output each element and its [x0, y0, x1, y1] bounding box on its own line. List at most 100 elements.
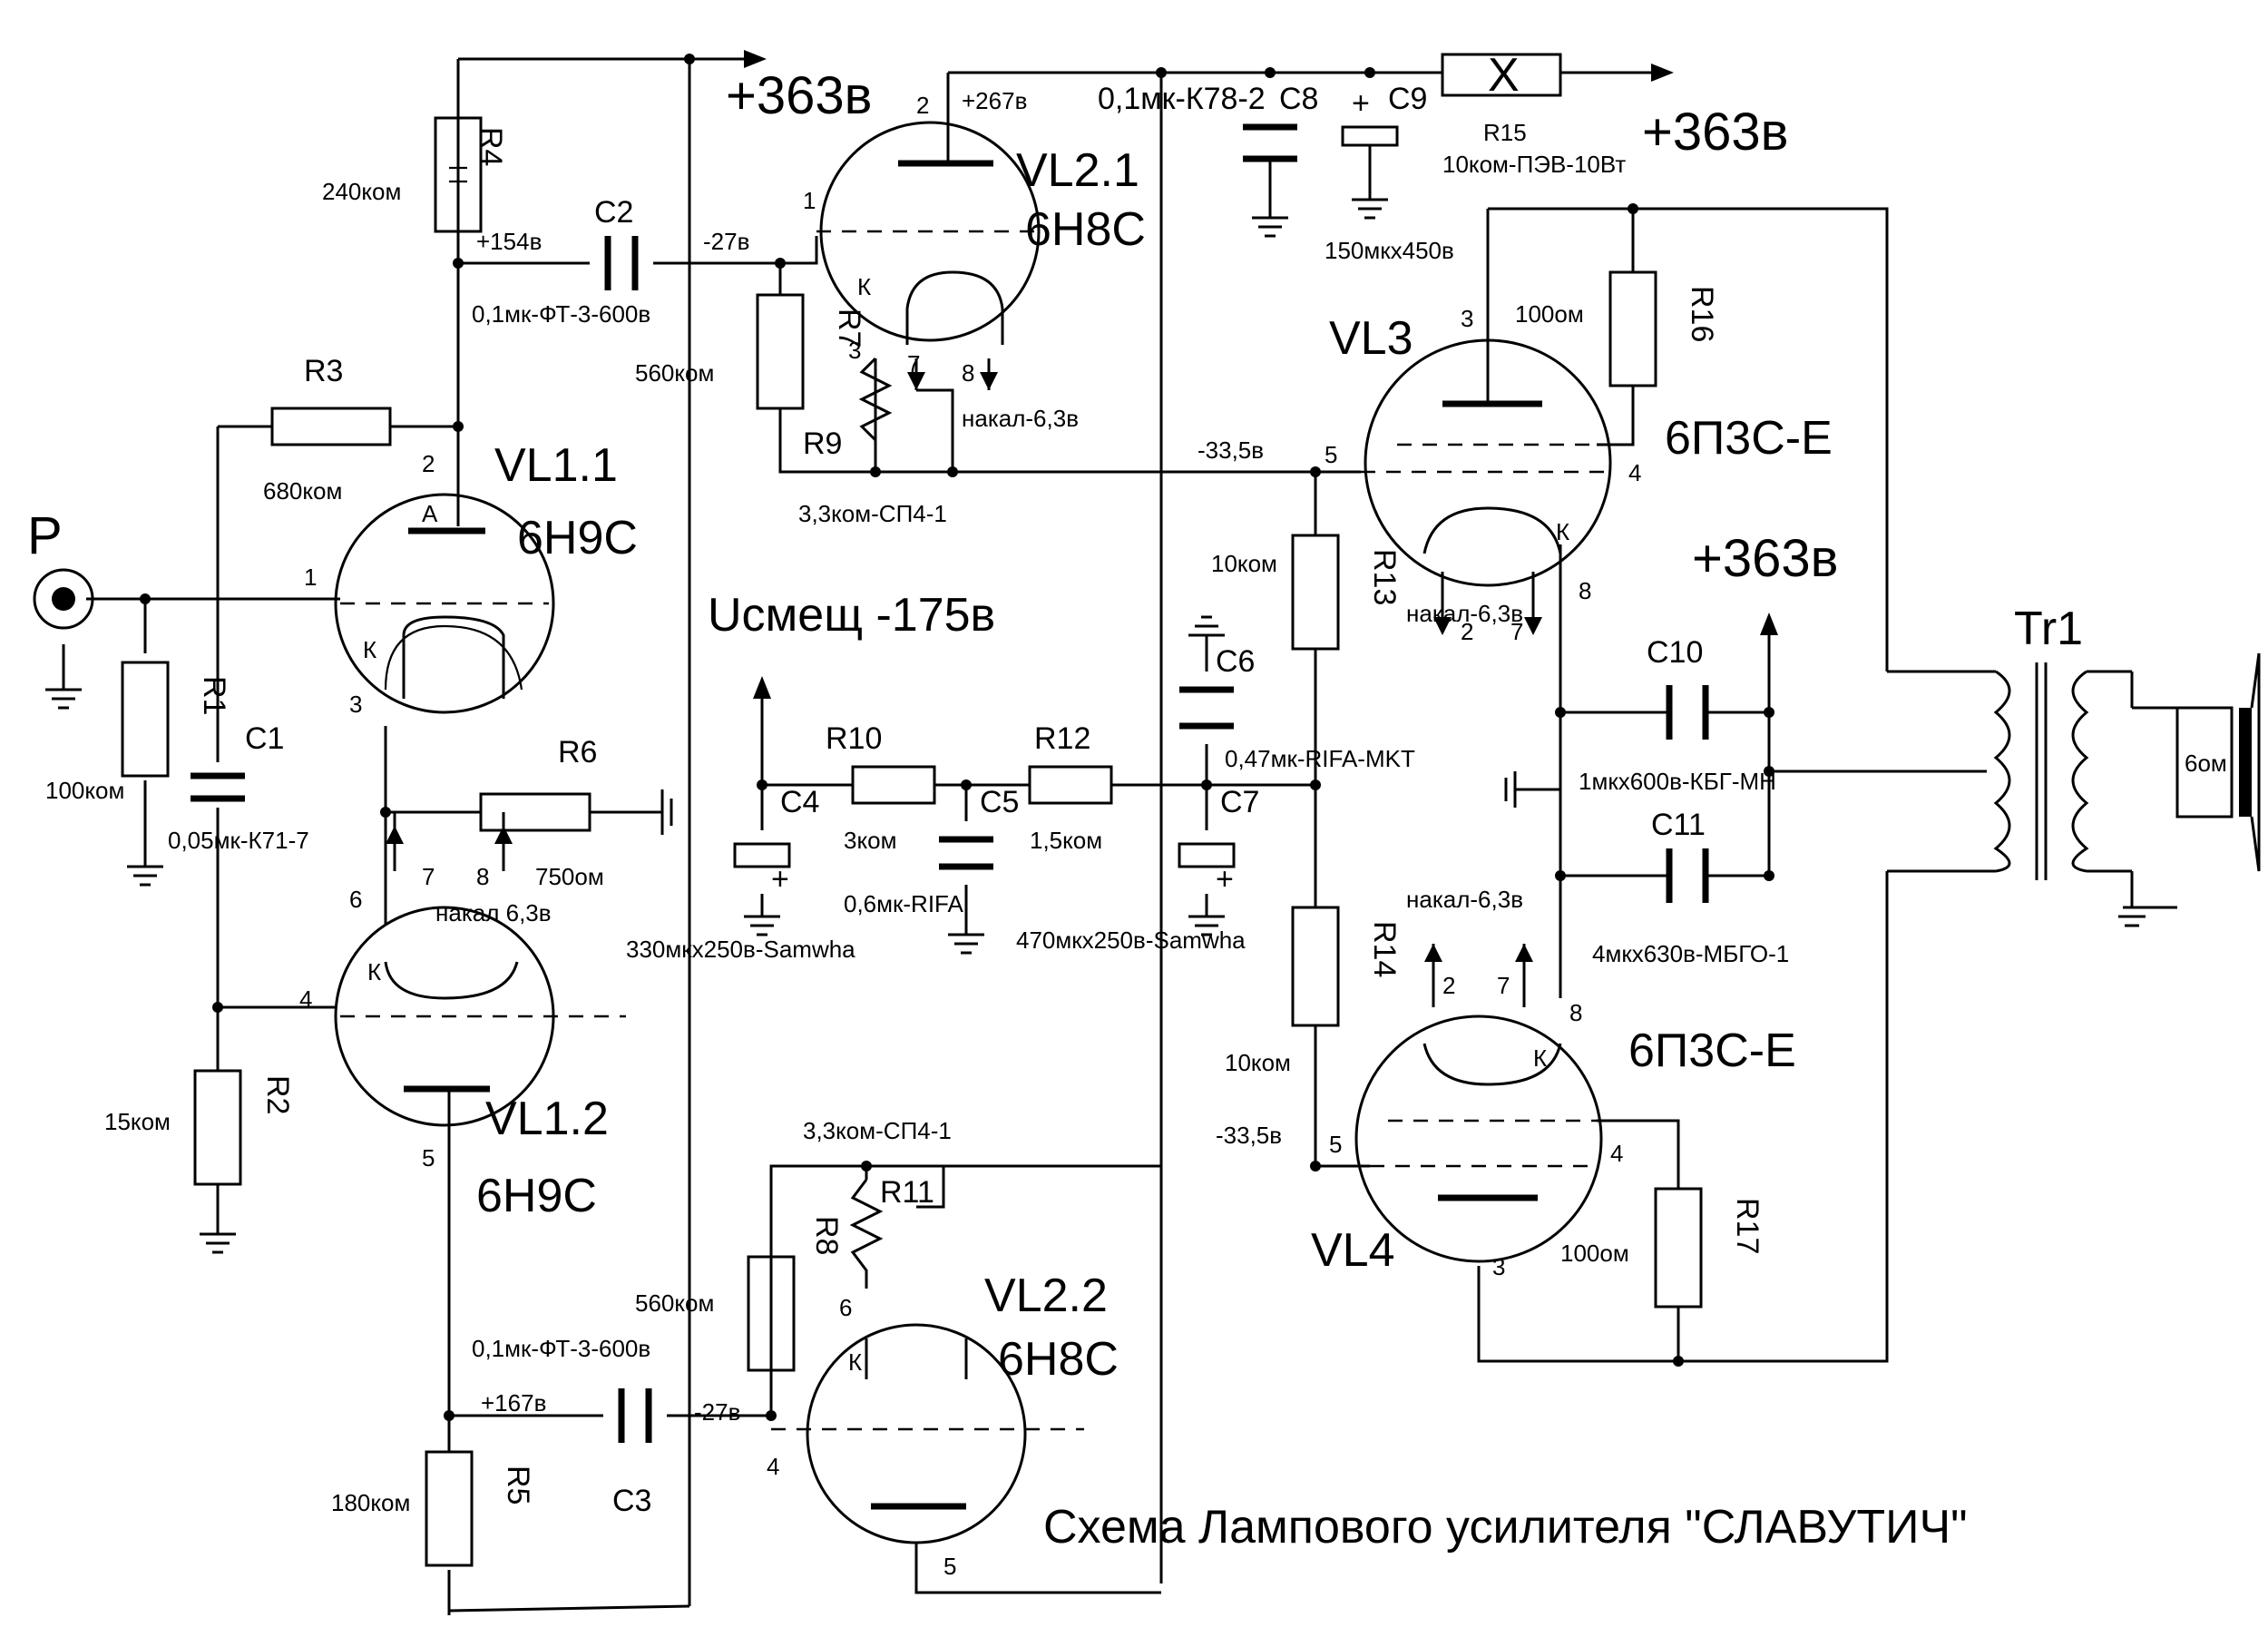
pin-label: 7 — [907, 350, 920, 377]
r2-value: 15ком — [104, 1108, 171, 1135]
pin-label: 4 — [299, 985, 312, 1013]
c9-polarity: + — [1352, 86, 1370, 121]
vl11-type: 6Н9С — [517, 512, 638, 564]
vl11-ref: VL1.1 — [494, 439, 618, 492]
r1-ref: R1 — [197, 676, 231, 715]
r4-value: 240ком — [322, 178, 401, 205]
supply-right-mid: +363в — [1692, 529, 1838, 588]
pin-label: 1 — [803, 187, 816, 214]
r3-ref: R3 — [304, 354, 343, 388]
pin-label: 7 — [422, 863, 435, 890]
c4-value: 330мкх250в-Samwha — [626, 936, 855, 963]
r16-value: 100ом — [1515, 300, 1584, 328]
pin-label: 3 — [1461, 305, 1473, 332]
c5-ref: C5 — [980, 785, 1019, 819]
r12-value: 1,5ком — [1030, 827, 1102, 854]
pin-label: 2 — [916, 92, 929, 119]
c2-value: 0,1мк-ФТ-3-600в — [472, 300, 650, 328]
r9-value: 3,3ком-СП4-1 — [798, 500, 947, 527]
r1-value: 100ком — [45, 777, 124, 804]
r6-ref: R6 — [558, 735, 597, 770]
r11-value: 3,3ком-СП4-1 — [803, 1117, 952, 1144]
r10-value: 3ком — [844, 827, 896, 854]
vl3-ref: VL3 — [1329, 312, 1413, 365]
input-jack[interactable] — [33, 568, 94, 630]
pin-label: 6 — [839, 1294, 852, 1321]
pin-label: 8 — [476, 863, 489, 890]
tube-vl4: К — [1354, 1015, 1603, 1263]
c9-value: 150мкх450в — [1325, 237, 1454, 264]
c8-value: 0,1мк-К78-2 — [1098, 82, 1266, 116]
vl21-ref: VL2.1 — [1016, 144, 1139, 197]
speaker-impedance: 6ом — [2185, 750, 2227, 777]
r8-ref: R8 — [809, 1216, 844, 1255]
r7-ref: R7 — [832, 309, 866, 348]
c1-ref: C1 — [245, 721, 284, 756]
pin-label: 2 — [1461, 618, 1473, 645]
c7-ref: C7 — [1220, 785, 1259, 819]
transformer-ref: Tr1 — [2014, 603, 2083, 655]
r12-ref: R12 — [1034, 721, 1090, 756]
r13-value: 10ком — [1211, 550, 1277, 577]
pin-label: 3 — [848, 337, 861, 364]
supply-top-right: +363в — [1642, 103, 1788, 162]
c3-value: 0,1мк-ФТ-3-600в — [472, 1335, 650, 1362]
r3-value: 680ком — [263, 477, 342, 505]
r5-ref: R5 — [501, 1466, 535, 1505]
supply-top-left: +363в — [726, 66, 872, 125]
r13-ref: R13 — [1367, 549, 1402, 605]
vl12-anode-voltage: +167в — [481, 1389, 546, 1417]
vl1-heater-label: накал 6,3в — [435, 899, 552, 926]
pin-label: 8 — [962, 359, 974, 387]
pin-label: 8 — [1569, 999, 1582, 1026]
pin-label: 5 — [422, 1144, 435, 1172]
pin-label: 2 — [422, 450, 435, 477]
c9-ref: C9 — [1388, 82, 1427, 116]
vl3-heater-label: накал-6,3в — [1406, 600, 1523, 627]
cathode-letter: К — [363, 636, 376, 663]
c6-value: 0,47мк-RIFA-MKT — [1225, 745, 1415, 772]
pin-label: 3 — [349, 691, 362, 718]
vl12-type: 6Н9С — [476, 1170, 597, 1222]
resistors — [121, 53, 1703, 1567]
r17-value: 100ом — [1560, 1240, 1629, 1267]
tube-vl1-2: К — [334, 906, 626, 1127]
pin-label: 5 — [943, 1553, 956, 1580]
pin-label: 2 — [1442, 972, 1455, 999]
vl11-anode-voltage: +154в — [476, 228, 542, 255]
c10-value: 1мкх600в-КБГ-МН — [1579, 768, 1776, 795]
r17-ref: R17 — [1730, 1198, 1765, 1254]
pin-label: 3 — [1492, 1253, 1505, 1280]
wiring — [86, 57, 2177, 1615]
r9-ref: R9 — [803, 426, 842, 461]
pin-label: 4 — [1610, 1140, 1623, 1167]
vl21-heater-label: накал-6,3в — [962, 405, 1079, 432]
pin-label: 6 — [349, 886, 362, 913]
c7-value: 470мкх250в-Samwha — [1016, 926, 1246, 954]
pin-label: 4 — [767, 1453, 779, 1480]
output-transformer — [1993, 662, 2132, 880]
r5-value: 180ком — [331, 1489, 410, 1516]
labels: +363в +363в +363в Uсмещ -175в Р Схема Ла… — [27, 49, 2227, 1580]
vl3-grid-voltage: -33,5в — [1198, 436, 1264, 464]
r14-value: 10ком — [1225, 1049, 1291, 1076]
c7-polarity: + — [1216, 862, 1234, 897]
supply-arrows — [689, 50, 1674, 82]
speaker — [2175, 652, 2261, 872]
pin-label: 1 — [304, 564, 317, 591]
bias-supply-label: Uсмещ -175в — [708, 589, 995, 642]
vl4-ref: VL4 — [1311, 1224, 1395, 1277]
pin-label: 8 — [1579, 577, 1591, 604]
vl12-ref: VL1.2 — [485, 1093, 609, 1145]
pin-label: 7 — [1497, 972, 1510, 999]
vl3-type: 6П3С-Е — [1665, 412, 1833, 465]
r8-value: 560ком — [635, 1289, 714, 1317]
r4-ref: R4 — [474, 127, 508, 166]
r15-ref: R15 — [1483, 119, 1527, 146]
tube-vl2-2: К — [771, 1323, 1084, 1544]
ground-symbols — [45, 145, 2146, 1254]
tube-vl1-1: А К — [334, 493, 555, 714]
c3-ref: C3 — [612, 1484, 651, 1518]
cathode-letter: К — [1556, 518, 1569, 545]
tube-vl2-1: К — [816, 121, 1041, 345]
